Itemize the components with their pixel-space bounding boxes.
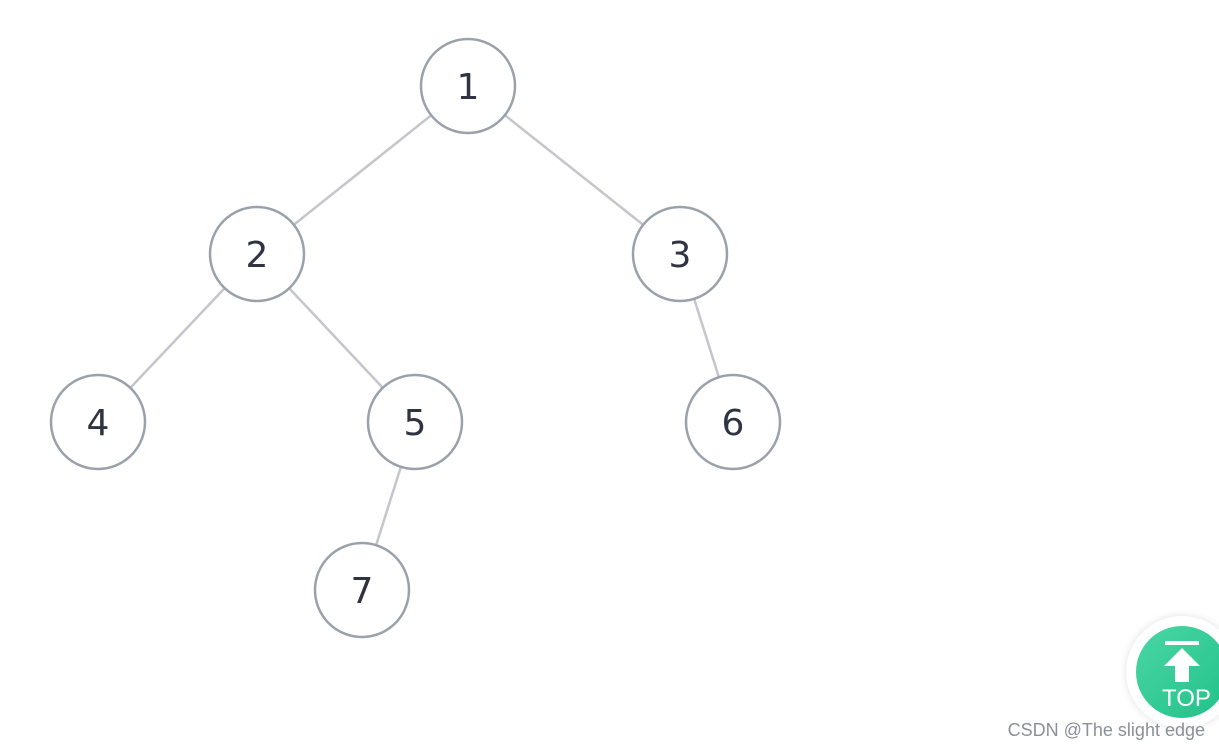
node-label-2: 2 — [246, 235, 269, 276]
node-label-6: 6 — [722, 403, 745, 444]
node-label-4: 4 — [87, 403, 110, 444]
node-circle-2 — [208, 205, 306, 303]
tree-node-1: 1 — [419, 37, 517, 135]
tree-node-4: 4 — [49, 373, 147, 471]
watermark: CSDN @The slight edge — [1007, 720, 1205, 740]
back-to-top-button[interactable]: TOP — [1126, 616, 1219, 728]
tree-nodes: 1 2 3 4 5 6 7 — [49, 37, 782, 639]
back-to-top-label: TOP — [1162, 685, 1211, 712]
tree-edges — [129, 114, 721, 546]
node-circle-3 — [631, 205, 729, 303]
edge-5-7 — [374, 466, 403, 546]
node-label-1: 1 — [457, 67, 480, 108]
edge-1-2 — [292, 114, 433, 226]
edge-1-3 — [504, 114, 644, 226]
node-circle-5 — [366, 373, 464, 471]
edge-2-5 — [288, 287, 384, 389]
tree-node-5: 5 — [366, 373, 464, 471]
arrow-up-to-bar-icon — [1164, 641, 1200, 682]
edge-2-4 — [129, 287, 226, 389]
node-circle-4 — [49, 373, 147, 471]
node-label-5: 5 — [404, 403, 427, 444]
tree-node-3: 3 — [631, 205, 729, 303]
tree-node-6: 6 — [684, 373, 782, 471]
node-label-3: 3 — [669, 235, 692, 276]
tree-node-7: 7 — [313, 541, 411, 639]
edge-3-6 — [692, 298, 721, 378]
node-circle-6 — [684, 373, 782, 471]
node-circle-1 — [419, 37, 517, 135]
node-circle-7 — [313, 541, 411, 639]
back-to-top-circle[interactable]: TOP — [1136, 626, 1219, 718]
tree-node-2: 2 — [208, 205, 306, 303]
node-label-7: 7 — [351, 571, 374, 612]
